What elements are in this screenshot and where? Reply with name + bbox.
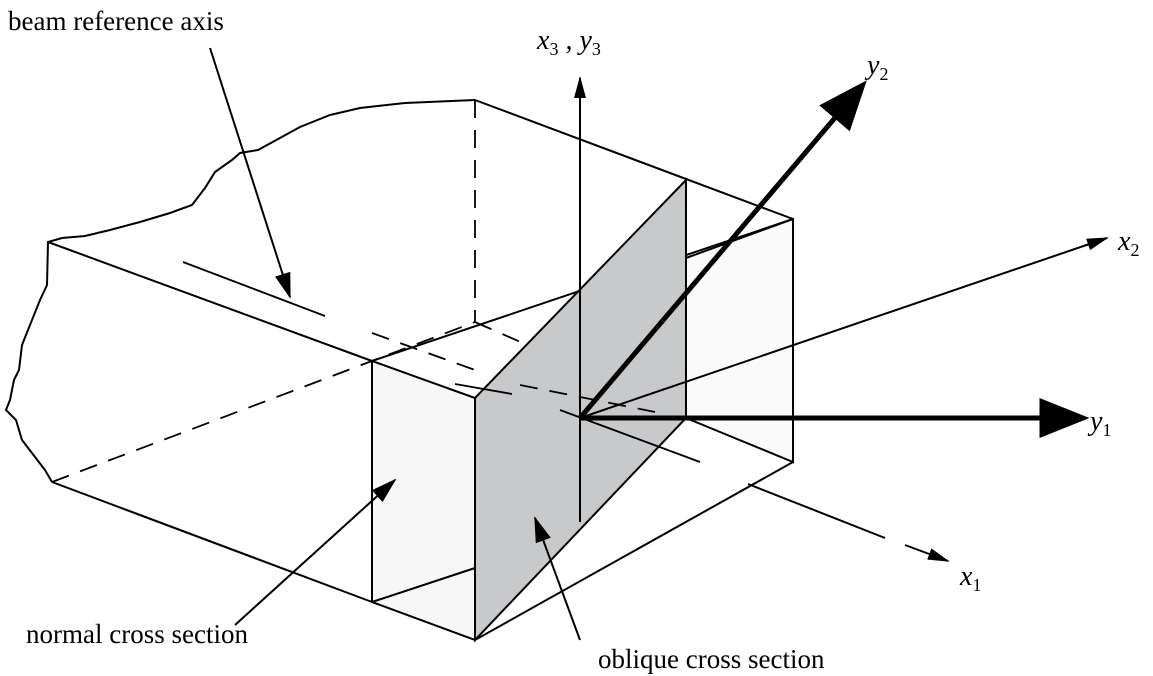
- x2-axis: [579, 237, 1109, 419]
- normal-section-inner-edge: [371, 567, 476, 603]
- x1-axis-label: x1: [959, 561, 981, 595]
- beam-end-face: [685, 217, 794, 464]
- x1-axis-arrow: [904, 544, 950, 562]
- beam-reference-axis-pointer: [209, 47, 291, 299]
- beam-top-back-edge: [474, 99, 794, 220]
- beam-bottom-edge: [51, 481, 373, 603]
- normal-cross-section-label: normal cross section: [26, 619, 248, 649]
- reference-axis-dashed: [371, 332, 476, 371]
- beam-reference-axis-line-mid: [454, 383, 513, 395]
- oblique-cross-section-label: oblique cross section: [598, 644, 825, 674]
- beam-reference-axis-label: beam reference axis: [8, 6, 224, 36]
- x2-axis-label: x2: [1117, 226, 1139, 260]
- x3-y3-axis-label: x3 , y3: [536, 25, 601, 59]
- y2-axis: [578, 80, 867, 420]
- x1-axis: [747, 483, 886, 539]
- oblique-cross-section-pointer: [534, 516, 581, 641]
- reference-axis-dashed-inner: [519, 384, 656, 413]
- beam-reference-axis-line: [182, 261, 326, 317]
- normal-cross-section-face: [371, 359, 476, 642]
- hidden-bottom-back-edge: [51, 321, 476, 483]
- beam-top-front-edge: [47, 241, 373, 362]
- beam-right-bottom-edge: [474, 461, 794, 641]
- y2-axis-label: y2: [864, 50, 888, 84]
- y1-axis-label: y1: [1087, 406, 1111, 440]
- normal-cross-section-pointer: [234, 478, 397, 626]
- beam-ragged-cut-edge: [4, 99, 476, 483]
